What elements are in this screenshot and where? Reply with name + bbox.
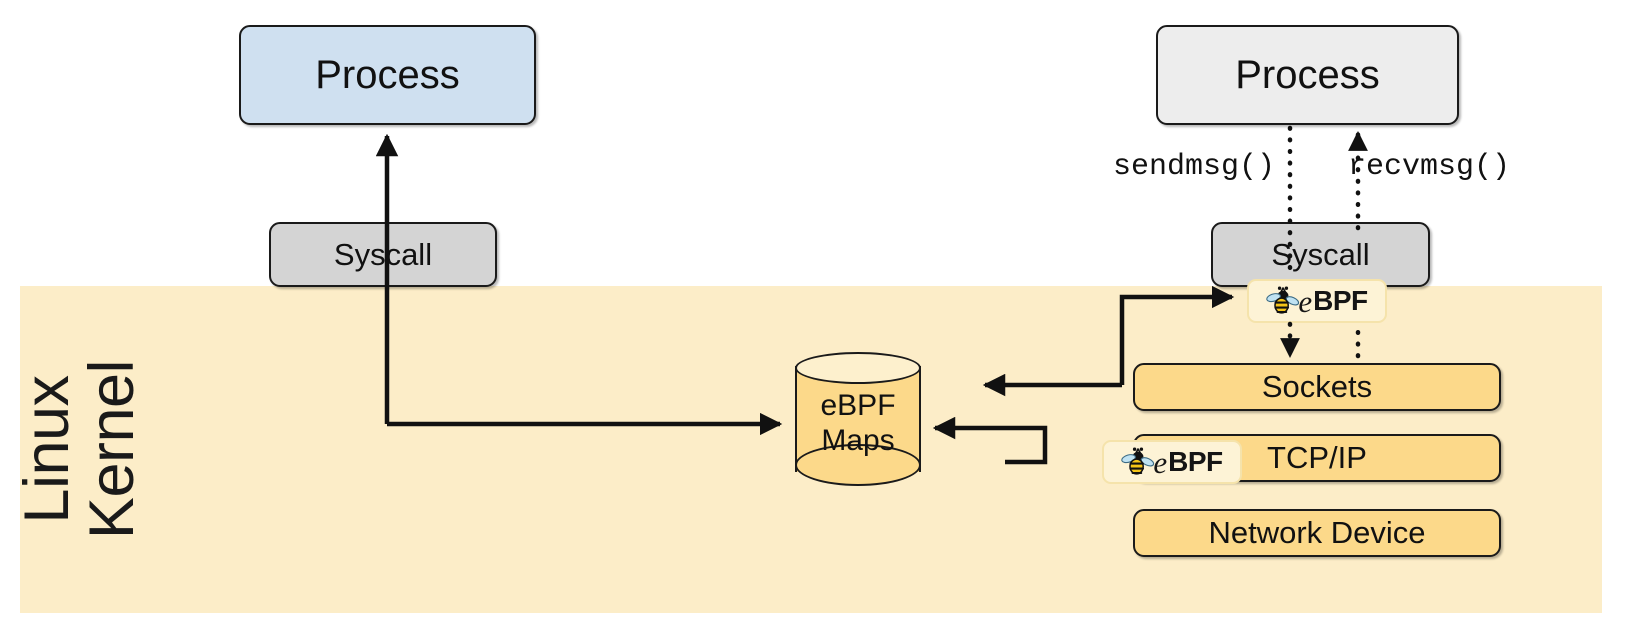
- ebpf-badge-bpf-letters: BPF: [1168, 446, 1223, 477]
- ebpf-maps-line2: Maps: [821, 424, 895, 457]
- ebpf-maps-label: eBPF Maps: [795, 380, 921, 466]
- sockets-label: Sockets: [1261, 369, 1373, 404]
- syscall-left-label: Syscall: [333, 236, 433, 272]
- cylinder-bottom-ellipse: [795, 444, 921, 486]
- sockets-box[interactable]: Sockets: [1133, 363, 1501, 411]
- ebpf-maps-cylinder[interactable]: eBPF Maps: [795, 352, 921, 486]
- process-box-left[interactable]: Process: [239, 25, 536, 125]
- network-device-box[interactable]: Network Device: [1133, 509, 1501, 557]
- ebpf-badge-e-letter: e: [1153, 444, 1168, 480]
- ebpf-maps-line1: eBPF: [820, 388, 896, 422]
- ebpf-badge-tcpip[interactable]: e BPF: [1102, 440, 1242, 484]
- linux-kernel-label: Linux Kernel: [12, 286, 147, 613]
- syscall-box-right[interactable]: Syscall: [1211, 222, 1430, 287]
- syscall-right-label: Syscall: [1271, 236, 1370, 272]
- tcpip-label: TCP/IP: [1267, 440, 1367, 475]
- cylinder-top-ellipse: [795, 352, 921, 384]
- linux-kernel-text: Linux Kernel: [12, 359, 147, 540]
- bee-icon: [1121, 447, 1155, 475]
- sendmsg-label: sendmsg(): [1113, 150, 1276, 184]
- process-right-label: Process: [1235, 52, 1380, 97]
- network-device-label: Network Device: [1208, 515, 1426, 550]
- ebpf-badge-bpf-letters: BPF: [1313, 285, 1368, 316]
- process-left-label: Process: [315, 52, 460, 97]
- ebpf-badge-e-letter: e: [1298, 283, 1313, 319]
- ebpf-badge-syscall[interactable]: e BPF: [1247, 279, 1387, 323]
- recvmsg-label: recvmsg(): [1348, 150, 1511, 184]
- bee-icon: [1266, 286, 1300, 314]
- syscall-box-left[interactable]: Syscall: [269, 222, 497, 287]
- process-box-right[interactable]: Process: [1156, 25, 1459, 125]
